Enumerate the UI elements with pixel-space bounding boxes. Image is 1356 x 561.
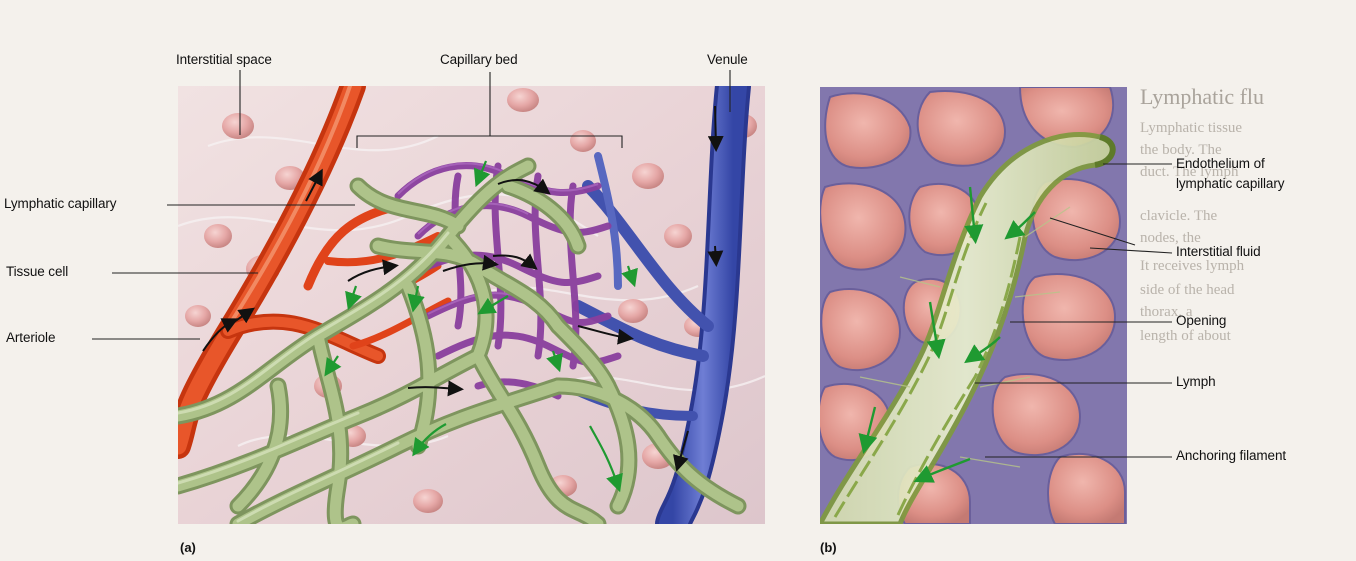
label-arteriole: Arteriole — [6, 330, 55, 345]
label-anchoring-filament: Anchoring filament — [1176, 448, 1286, 463]
label-lymph: Lymph — [1176, 374, 1216, 389]
label-endothelium-line-1: Endothelium of — [1176, 156, 1265, 171]
label-lymphatic-capillary: Lymphatic capillary — [4, 196, 116, 211]
label-opening: Opening — [1176, 313, 1226, 328]
panel-a-letter: (a) — [180, 540, 196, 555]
label-interstitial-fluid: Interstitial fluid — [1176, 244, 1261, 259]
label-endothelium-line-2: lymphatic capillary — [1176, 176, 1284, 191]
label-tissue-cell: Tissue cell — [6, 264, 68, 279]
label-venule: Venule — [707, 52, 748, 67]
label-capillary-bed: Capillary bed — [440, 52, 518, 67]
label-interstitial-space: Interstitial space — [176, 52, 272, 67]
panel-b-letter: (b) — [820, 540, 837, 555]
